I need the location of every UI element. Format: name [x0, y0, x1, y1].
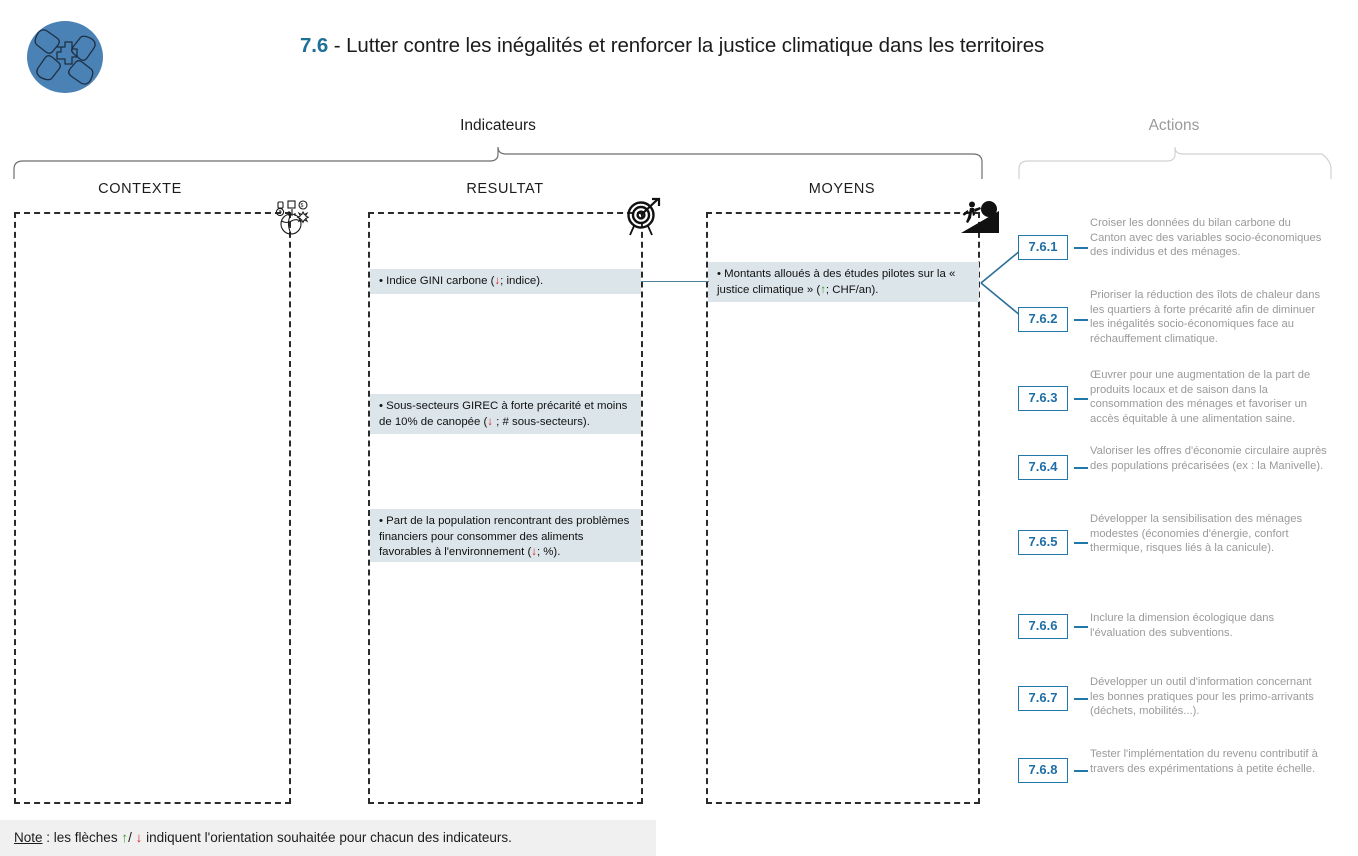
- column-title-contexte: CONTEXTE: [98, 181, 182, 197]
- indicator-text-before: Part de la population rencontrant des pr…: [379, 515, 630, 559]
- connector-moyens-to-actions: [975, 228, 1025, 343]
- page-title-text: Lutter contre les inégalités et renforce…: [346, 34, 1045, 57]
- svg-text:$: $: [301, 203, 304, 209]
- group-label-actions: Actions: [1148, 117, 1200, 134]
- brace-actions: [1017, 145, 1333, 185]
- indicator-text-after: ; CHF/an).: [825, 283, 879, 296]
- indicator-text-before: Sous-secteurs GIREC à forte précarité et…: [379, 400, 628, 428]
- footer-note-label: Note: [14, 830, 43, 845]
- arrow-down-icon: ↓: [487, 415, 493, 428]
- column-box-moyens: [706, 212, 980, 804]
- action-code-2[interactable]: 7.6.2: [1018, 307, 1068, 332]
- indicator-text-after: ; # sous-secteurs).: [493, 415, 590, 428]
- page-title-separator: -: [328, 34, 347, 57]
- action-text-7: Développer un outil d'information concer…: [1090, 676, 1314, 718]
- column-box-resultat: [368, 212, 643, 804]
- indicator-card-resultat-3[interactable]: • Part de la population rencontrant des …: [370, 509, 641, 562]
- indicator-card-moyens-1[interactable]: • Montants alloués à des études pilotes …: [708, 262, 979, 302]
- hands-puzzle-circle-icon: [24, 19, 106, 95]
- arrow-up-icon: ↑: [121, 830, 129, 845]
- indicator-text-after: ; indice).: [500, 275, 544, 287]
- action-dash-8: [1074, 770, 1088, 772]
- column-title-resultat: RESULTAT: [466, 181, 544, 197]
- indicator-bullet: •: [717, 268, 721, 280]
- arrow-down-icon: ↓: [494, 275, 501, 287]
- page-title: 7.6 - Lutter contre les inégalités et re…: [300, 34, 1044, 58]
- action-code-8[interactable]: 7.6.8: [1018, 758, 1068, 783]
- action-dash-2: [1074, 319, 1088, 321]
- action-code-1[interactable]: 7.6.1: [1018, 235, 1068, 260]
- action-code-6[interactable]: 7.6.6: [1018, 614, 1068, 639]
- footer-note-part1: : les flèches: [42, 830, 122, 845]
- person-pushing-boulder-icon: [959, 200, 1001, 241]
- action-dash-4: [1074, 467, 1088, 469]
- globe-context-icon: $: [272, 200, 312, 241]
- action-text-5: Développer la sensibilisation des ménage…: [1090, 513, 1303, 555]
- action-dash-6: [1074, 626, 1088, 628]
- footer-note-part2: indiquent l'orientation souhaitée pour c…: [142, 830, 512, 845]
- page-title-number: 7.6: [300, 34, 329, 57]
- action-dash-7: [1074, 698, 1088, 700]
- action-code-7[interactable]: 7.6.7: [1018, 686, 1068, 711]
- indicator-text-before: Montants alloués à des études pilotes su…: [717, 268, 956, 296]
- action-dash-5: [1074, 542, 1088, 544]
- action-text-8: Tester l'implémentation du revenu contri…: [1090, 748, 1318, 775]
- connector-resultat-to-moyens: [641, 281, 709, 283]
- arrow-up-icon: ↑: [820, 283, 826, 296]
- brace-indicateurs: [12, 145, 984, 185]
- action-text-4: Valoriser les offres d'économie circulai…: [1090, 445, 1327, 472]
- indicator-bullet: •: [379, 515, 383, 527]
- indicator-card-resultat-2[interactable]: • Sous-secteurs GIREC à forte précarité …: [370, 394, 641, 434]
- action-code-4[interactable]: 7.6.4: [1018, 455, 1068, 480]
- action-dash-1: [1074, 247, 1088, 249]
- column-box-contexte: [14, 212, 291, 804]
- indicator-card-resultat-1[interactable]: • Indice GINI carbone (↓; indice).: [370, 269, 641, 294]
- column-title-moyens: MOYENS: [808, 181, 876, 197]
- action-code-5[interactable]: 7.6.5: [1018, 530, 1068, 555]
- action-text-6: Inclure la dimension écologique dans l'é…: [1090, 612, 1275, 639]
- indicator-bullet: •: [379, 400, 383, 412]
- indicator-text-after: ; %).: [536, 546, 561, 559]
- group-label-indicateurs: Indicateurs: [460, 117, 536, 134]
- action-text-3: Œuvrer pour une augmentation de la part …: [1090, 369, 1311, 425]
- action-dash-3: [1074, 398, 1088, 400]
- footer-note-slash: /: [128, 830, 136, 845]
- indicator-bullet: •: [379, 275, 383, 287]
- action-code-3[interactable]: 7.6.3: [1018, 386, 1068, 411]
- footer-note: Note : les flèches ↑/ ↓ indiquent l'orie…: [14, 830, 512, 845]
- action-text-2: Prioriser la réduction des îlots de chal…: [1090, 289, 1321, 345]
- arrow-down-icon: ↓: [531, 546, 537, 559]
- arrow-down-icon: ↓: [135, 830, 143, 845]
- indicator-text-before: Indice GINI carbone (: [383, 275, 495, 287]
- footer-strip: [0, 820, 656, 856]
- target-arrow-icon: [624, 197, 662, 242]
- action-text-1: Croiser les données du bilan carbone du …: [1090, 217, 1322, 259]
